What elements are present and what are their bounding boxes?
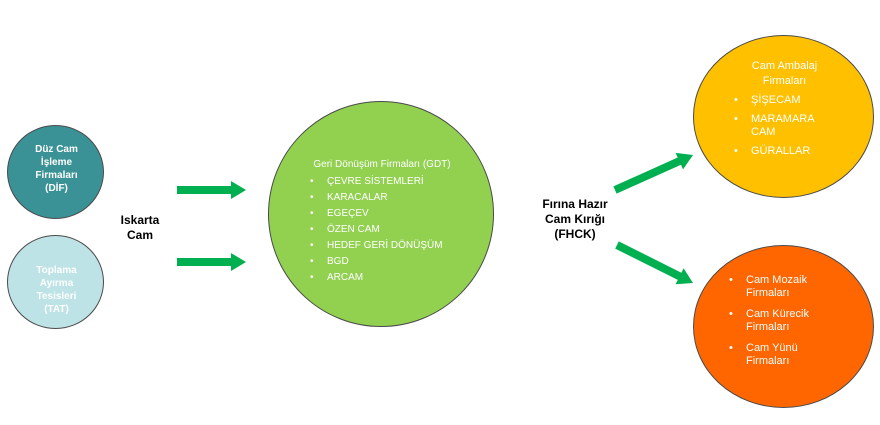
tat-line-4: (TAT): [44, 304, 69, 315]
gdt-title: Geri Dönüşüm Firmaları (GDT): [313, 159, 451, 170]
gdt-item: HEDEF GERİ DÖNÜŞÜM: [310, 238, 443, 254]
ambalaj-item: GÜRALLAR: [734, 145, 815, 158]
arrow-fhck-to-ambalaj: [613, 152, 693, 194]
ambalaj-list: ŞİŞECAM MARAMARA CAM GÜRALLAR: [734, 94, 815, 158]
fhck-line-2: Cam Kırığı: [544, 212, 605, 226]
arrow-dif-to-gdt: [177, 181, 246, 199]
fhck-line-3: (FHCK): [554, 227, 596, 241]
dif-circle: Düz Cam İşleme Firmaları (DİF): [7, 125, 104, 219]
other-firms-item: Cam Mozaik Firmaları: [729, 274, 809, 300]
ambalaj-title: Cam Ambalaj Firmaları: [694, 59, 875, 89]
ambalaj-item: ŞİŞECAM: [734, 94, 815, 107]
fhck-line-1: Fırına Hazır: [542, 197, 608, 211]
tat-line-2: Ayırma: [39, 278, 74, 289]
iskarta-line-1: Iskarta: [120, 213, 160, 227]
gdt-item: BGD: [310, 254, 443, 270]
fhck-label: Fırına Hazır Cam Kırığı (FHCK): [525, 197, 625, 242]
dif-line-3: Firmaları: [35, 170, 78, 181]
gdt-item: KARACALAR: [310, 190, 443, 206]
gdt-item: ÇEVRE SİSTEMLERİ: [310, 174, 443, 190]
ambalaj-item: MARAMARA CAM: [734, 113, 815, 139]
other-firms-list: Cam Mozaik Firmaları Cam Kürecik Firmala…: [729, 274, 809, 368]
tat-circle: Toplama Ayırma Tesisleri (TAT): [7, 235, 104, 329]
ambalaj-title-line-2: Firmaları: [762, 75, 807, 87]
dif-line-4: (DİF): [45, 183, 68, 194]
gdt-item: ARCAM: [310, 270, 443, 286]
tat-line-3: Tesisleri: [36, 291, 77, 302]
tat-line-1: Toplama: [36, 265, 77, 276]
iskarta-cam-label: Iskarta Cam: [110, 213, 170, 243]
iskarta-line-2: Cam: [126, 228, 153, 242]
ambalaj-title-line-1: Cam Ambalaj: [751, 60, 818, 72]
dif-text: Düz Cam İşleme Firmaları (DİF): [8, 143, 105, 195]
arrow-fhck-to-others: [615, 241, 693, 285]
arrow-tat-to-gdt: [177, 253, 246, 271]
dif-line-1: Düz Cam: [35, 144, 78, 155]
other-firms-item: Cam Yünü Firmaları: [729, 342, 809, 368]
other-firms-item: Cam Kürecik Firmaları: [729, 308, 809, 334]
tat-text: Toplama Ayırma Tesisleri (TAT): [8, 264, 105, 316]
gdt-list: ÇEVRE SİSTEMLERİ KARACALAR EGEÇEV ÖZEN C…: [310, 174, 443, 286]
cam-ambalaj-circle: Cam Ambalaj Firmaları ŞİŞECAM MARAMARA C…: [693, 35, 874, 198]
other-firms-circle: Cam Mozaik Firmaları Cam Kürecik Firmala…: [693, 245, 874, 408]
dif-line-2: İşleme: [40, 157, 73, 168]
gdt-circle: Geri Dönüşüm Firmaları (GDT) ÇEVRE SİSTE…: [268, 101, 494, 327]
gdt-item: ÖZEN CAM: [310, 222, 443, 238]
gdt-item: EGEÇEV: [310, 206, 443, 222]
